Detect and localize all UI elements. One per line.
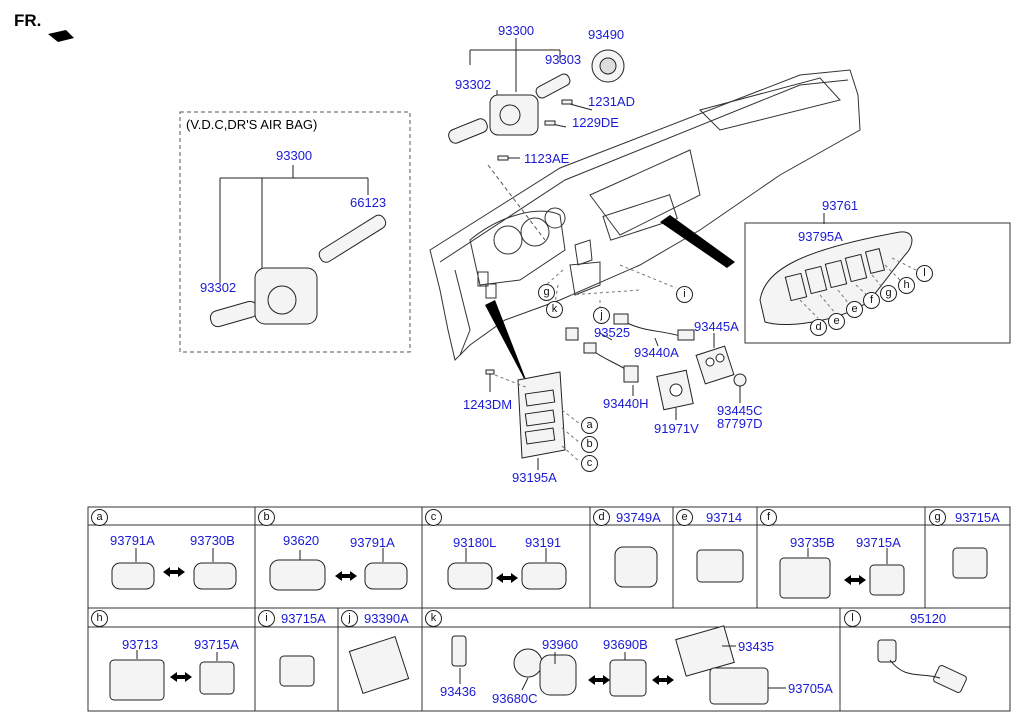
callout-b: b (581, 436, 598, 453)
part-93795A: 93795A (798, 229, 843, 244)
table-k-part-5: 93435 (738, 639, 775, 654)
part-93440A: 93440A (634, 345, 679, 360)
part-87797D: 87797D (717, 416, 763, 431)
callout-e2: e (846, 301, 863, 318)
table-letter-b: b (258, 509, 275, 526)
table-letter-j: j (341, 610, 358, 627)
pointer-wedge-right (660, 215, 735, 268)
double-arrow-icons (163, 567, 866, 685)
part-93445A: 93445A (694, 319, 739, 334)
table-a-part-2: 93730B (190, 533, 235, 548)
table-letter-a: a (91, 509, 108, 526)
vdc-box-title: (V.D.C,DR'S AIR BAG) (186, 117, 318, 132)
parts-table-grid (87, 506, 1011, 712)
part-66123: 66123 (350, 195, 387, 210)
part-93302-vdc: 93302 (200, 280, 237, 295)
center-switch-panel (759, 231, 913, 325)
pointer-wedge-left (485, 300, 530, 390)
part-93303: 93303 (545, 52, 582, 67)
callout-k: k (546, 301, 563, 318)
part-1231AD: 1231AD (588, 94, 635, 109)
center-panel-box (744, 222, 1011, 344)
callout-h: h (898, 277, 915, 294)
part-93440H: 93440H (603, 396, 649, 411)
table-letter-f: f (760, 509, 777, 526)
part-93761: 93761 (822, 198, 859, 213)
switch-bracket (517, 371, 566, 459)
table-k-part-6: 93705A (788, 681, 833, 696)
callout-i: i (676, 286, 693, 303)
vdc-assembly-leaders (219, 165, 369, 283)
table-f-part-2: 93715A (856, 535, 901, 550)
table-l-part-1: 95120 (910, 611, 947, 626)
part-93445C: 93445C (717, 403, 763, 418)
callout-j: j (593, 307, 610, 324)
vdc-option-box (179, 111, 411, 353)
part-93300-top: 93300 (498, 23, 535, 38)
part-93525: 93525 (594, 325, 631, 340)
table-c-part-2: 93191 (525, 535, 562, 550)
part-93300-vdc: 93300 (276, 148, 313, 163)
table-letter-i: i (258, 610, 275, 627)
table-k-part-3: 93960 (542, 637, 579, 652)
table-letter-g: g (929, 509, 946, 526)
part-1123AE: 1123AE (524, 151, 570, 166)
part-1243DM: 1243DM (463, 397, 513, 412)
callout-f: f (863, 292, 880, 309)
table-k-part-2: 93680C (492, 691, 538, 706)
callout-d: d (810, 319, 827, 336)
table-h-part-1: 93713 (122, 637, 159, 652)
table-j-part-1: 93390A (364, 611, 409, 626)
dashboard-outline (429, 69, 861, 361)
table-b-part-2: 93791A (350, 535, 395, 550)
table-letter-h: h (91, 610, 108, 627)
table-c-part-1: 93180L (453, 535, 497, 550)
table-i-part-1: 93715A (281, 611, 326, 626)
callout-c: c (581, 455, 598, 472)
table-letter-l: l (844, 610, 861, 627)
table-b-part-1: 93620 (283, 533, 320, 548)
callout-g-panel: g (880, 285, 897, 302)
table-k-part-1: 93436 (440, 684, 477, 699)
table-e-part-1: 93714 (706, 510, 743, 525)
part-93490: 93490 (588, 27, 625, 42)
callout-e1: e (828, 313, 845, 330)
part-93302-top: 93302 (455, 77, 492, 92)
wiring-connectors (565, 313, 747, 411)
table-letter-c: c (425, 509, 442, 526)
callout-g-dash: g (538, 284, 555, 301)
part-91971V: 91971V (654, 421, 699, 436)
part-1229DE: 1229DE (572, 115, 619, 130)
table-d-part-1: 93749A (616, 510, 661, 525)
callout-a: a (581, 417, 598, 434)
table-f-part-1: 93735B (790, 535, 835, 550)
table-letter-k: k (425, 610, 442, 627)
table-letter-e: e (676, 509, 693, 526)
table-a-part-1: 93791A (110, 533, 155, 548)
table-k-part-4: 93690B (603, 637, 648, 652)
part-93195A: 93195A (512, 470, 557, 485)
table-g-part-1: 93715A (955, 510, 1000, 525)
multifunction-switch-top (448, 49, 625, 161)
front-arrow-icon (48, 30, 74, 42)
table-part-drawings (109, 546, 988, 705)
table-letter-d: d (593, 509, 610, 526)
table-h-part-2: 93715A (194, 637, 239, 652)
front-direction-label: FR. (14, 11, 42, 30)
callout-l: l (916, 265, 933, 282)
multifunction-switch-vdc (209, 214, 387, 328)
